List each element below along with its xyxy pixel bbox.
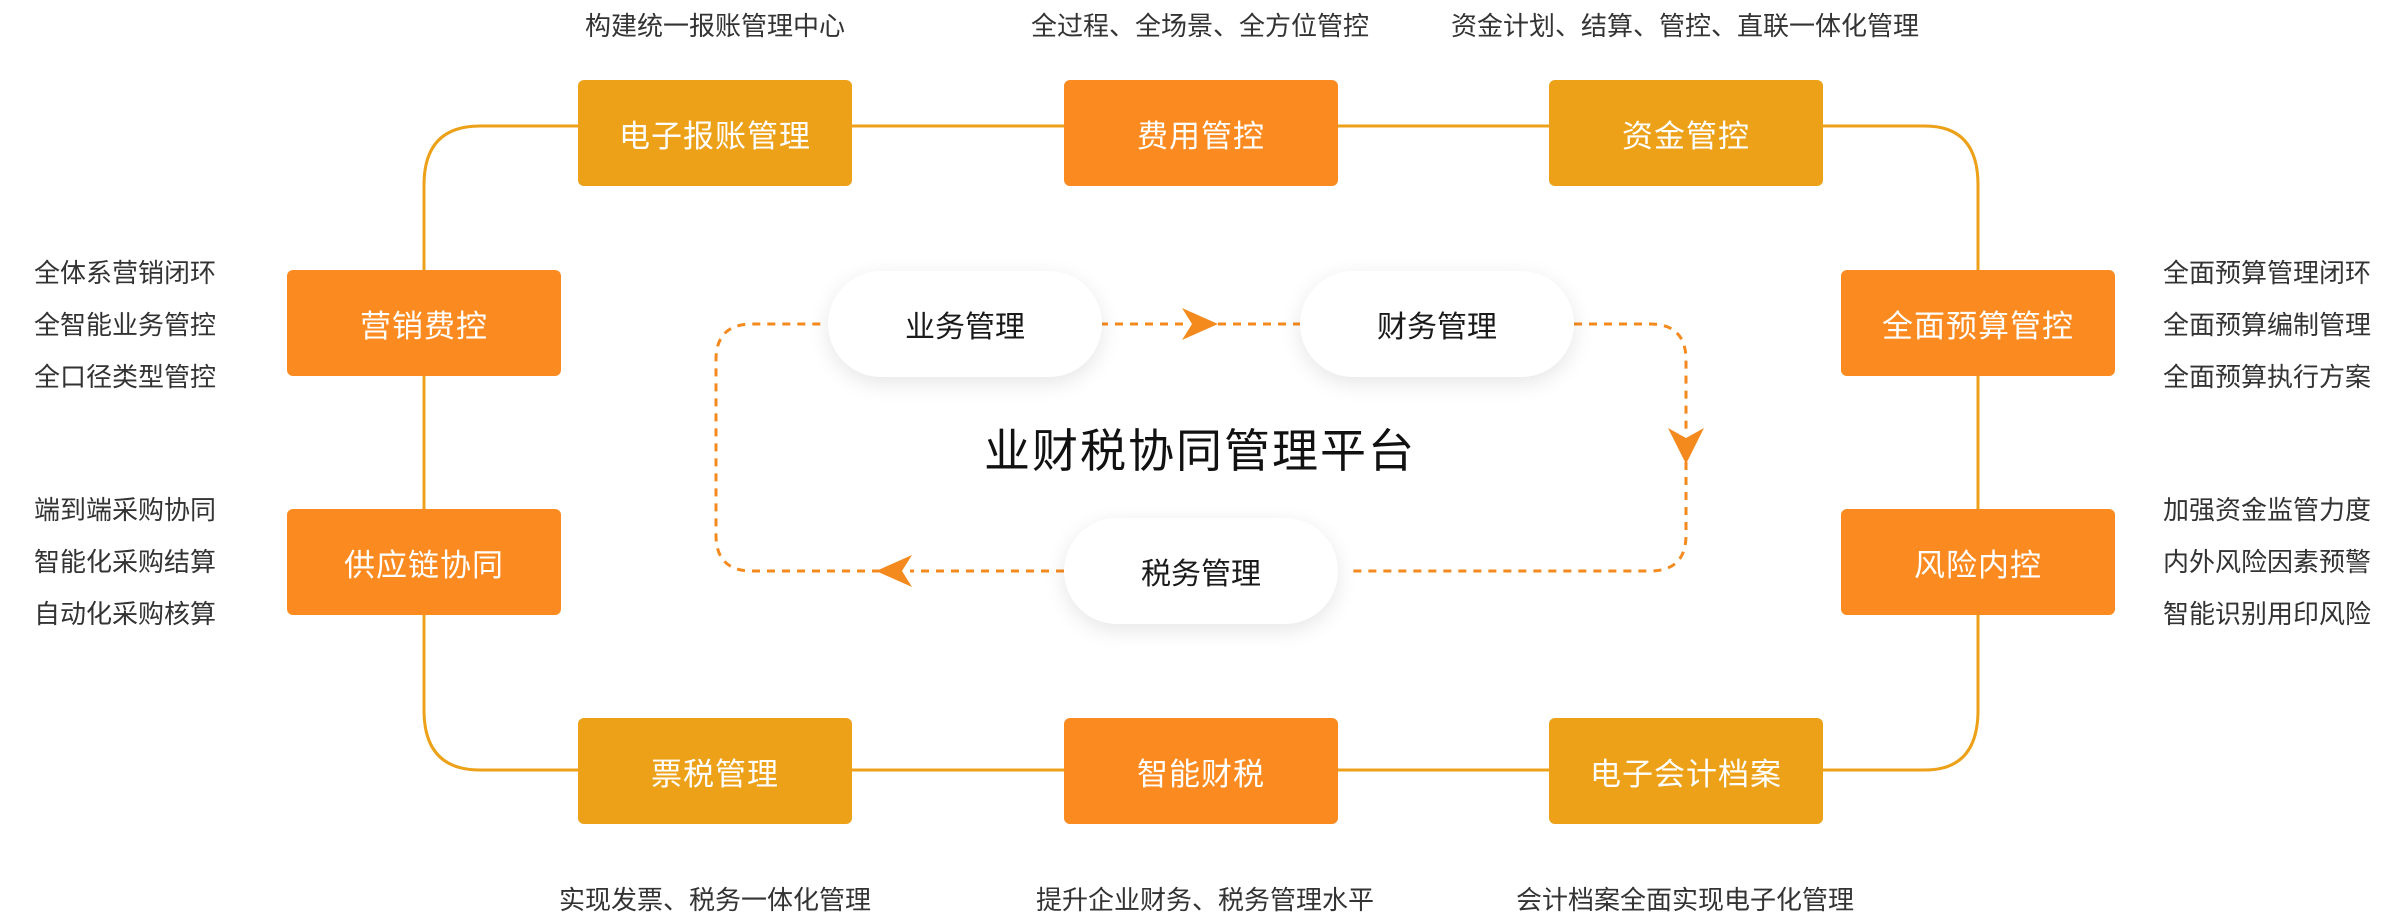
list-item: 智能识别用印风险 — [2163, 600, 2372, 630]
list-item: 自动化采购核算 — [34, 600, 217, 630]
module-marketing[interactable]: 营销费控 — [287, 270, 561, 376]
module-label: 费用管控 — [1137, 118, 1265, 155]
risk-feature-list: 加强资金监管力度 内外风险因素预警 智能识别用印风险 — [2163, 485, 2371, 641]
pill-label: 业务管理 — [905, 310, 1025, 345]
module-label: 电子会计档案 — [1590, 756, 1782, 793]
module-label: 资金管控 — [1622, 118, 1750, 155]
list-item: 全面预算执行方案 — [2163, 363, 2372, 393]
module-expense[interactable]: 费用管控 — [1064, 80, 1338, 186]
arrow-down-icon — [1668, 428, 1704, 464]
list-item: 端到端采购协同 — [34, 496, 217, 526]
module-label: 全面预算管控 — [1882, 308, 2074, 345]
arrow-right-icon — [1182, 308, 1218, 340]
module-invoice-tax[interactable]: 票税管理 — [578, 718, 852, 824]
caption-smart-tax: 提升企业财务、税务管理水平 — [1035, 886, 1374, 916]
caption-invoice-tax: 实现发票、税务一体化管理 — [558, 886, 871, 916]
platform-title: 业财税协同管理平台 — [984, 424, 1416, 478]
module-label: 票税管理 — [651, 756, 779, 793]
marketing-feature-list: 全体系营销闭环 全智能业务管控 全口径类型管控 — [34, 248, 216, 404]
module-risk[interactable]: 风险内控 — [1841, 509, 2115, 615]
list-item: 全面预算编制管理 — [2163, 311, 2372, 341]
dashed-cycle-line — [1574, 322, 1688, 430]
list-item: 内外风险因素预警 — [2163, 548, 2372, 578]
cycle-tax[interactable]: 税务管理 — [1064, 518, 1338, 624]
list-item: 智能化采购结算 — [34, 548, 217, 578]
pill-label: 财务管理 — [1377, 310, 1497, 345]
dashed-cycle-line — [714, 322, 880, 573]
module-label: 营销费控 — [360, 308, 488, 345]
module-label: 风险内控 — [1914, 547, 2042, 584]
module-label: 供应链协同 — [344, 547, 504, 584]
list-item: 全口径类型管控 — [34, 363, 217, 393]
caption-expense: 全过程、全场景、全方位管控 — [1030, 12, 1369, 42]
module-fund[interactable]: 资金管控 — [1549, 80, 1823, 186]
module-archive[interactable]: 电子会计档案 — [1549, 718, 1823, 824]
module-label: 电子报账管理 — [619, 118, 811, 155]
arrow-left-icon — [876, 555, 912, 587]
pill-label: 税务管理 — [1141, 557, 1261, 592]
list-item: 全体系营销闭环 — [34, 259, 217, 289]
list-item: 全智能业务管控 — [34, 311, 217, 341]
supply-feature-list: 端到端采购协同 智能化采购结算 自动化采购核算 — [34, 485, 216, 641]
list-item: 加强资金监管力度 — [2163, 496, 2372, 526]
caption-archive: 会计档案全面实现电子化管理 — [1515, 886, 1854, 916]
budget-feature-list: 全面预算管理闭环 全面预算编制管理 全面预算执行方案 — [2163, 248, 2371, 404]
module-label: 智能财税 — [1137, 756, 1265, 793]
module-budget[interactable]: 全面预算管控 — [1841, 270, 2115, 376]
caption-e-reimburse: 构建统一报账管理中心 — [584, 12, 845, 42]
module-supply[interactable]: 供应链协同 — [287, 509, 561, 615]
module-e-reimburse[interactable]: 电子报账管理 — [578, 80, 852, 186]
module-smart-tax[interactable]: 智能财税 — [1064, 718, 1338, 824]
list-item: 全面预算管理闭环 — [2163, 259, 2372, 289]
cycle-business[interactable]: 业务管理 — [828, 271, 1102, 377]
cycle-finance[interactable]: 财务管理 — [1300, 271, 1574, 377]
caption-fund: 资金计划、结算、管控、直联一体化管理 — [1450, 12, 1919, 42]
